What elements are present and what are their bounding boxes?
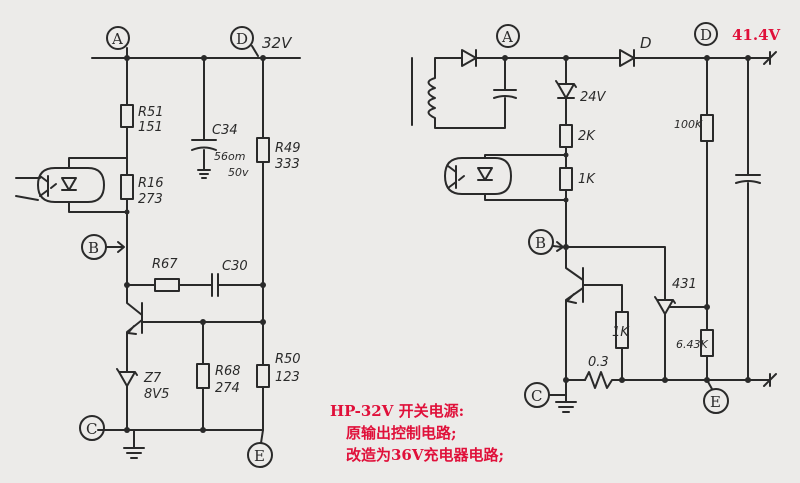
c34-value: 56om [214,150,245,163]
svg-text:D: D [700,26,712,44]
r68-label: R68 [215,364,241,379]
transistor-right [565,246,623,313]
transistor-left [126,284,264,351]
svg-text:C: C [86,420,97,438]
r68-value: 274 [215,381,240,396]
caption-line-3: 改造为36V充电器电路; [346,446,504,464]
svg-text:A: A [111,30,123,48]
right-circuit: A D D 41.4V 24V 2K 1K [411,22,781,414]
right-node-c: C [524,382,550,408]
tl431-regulator [654,289,708,381]
c30-label: C30 [222,259,248,274]
z7-value: 8V5 [144,387,169,402]
left-node-d: D [230,26,254,50]
left-node-e: E [247,442,273,468]
left-node-b: B [81,234,107,260]
r51-label: R51 [138,105,164,120]
optocoupler-right [444,154,567,201]
zener-24v-label: 24V [580,90,607,105]
optocoupler-left [15,157,128,213]
r1k-a-resistor [559,167,573,191]
c34-voltage: 50v [228,166,249,179]
c34-label: C34 [212,123,238,138]
r100k-resistor [700,114,714,142]
left-node-c: C [79,415,105,441]
r643k-label: 6.43K [676,338,708,351]
right-node-d: D [694,22,718,46]
r49-label: R49 [275,141,301,156]
r50-value: 123 [275,370,300,385]
right-node-e: E [703,388,729,414]
left-circuit: A D 32V R51 151 R16 273 [15,26,301,468]
svg-text:D: D [236,30,248,48]
r2k-resistor [559,124,573,148]
right-node-a: A [496,24,520,48]
r1k-b-label: 1K [612,325,630,340]
tl431-label: 431 [672,277,697,292]
svg-text:E: E [710,393,721,411]
right-d-diode [619,49,635,67]
r16-resistor [120,174,134,200]
r51-resistor [120,104,134,128]
r16-label: R16 [138,176,164,191]
r100k-label: 100K [674,118,703,131]
right-d-label: D [640,34,652,52]
caption-line-2: 原输出控制电路; [346,424,457,442]
r03-shunt-label: 0.3 [588,355,609,370]
right-node-b: B [528,229,554,255]
svg-text:E: E [254,447,265,465]
r49-value: 333 [275,157,300,172]
r50-resistor [256,364,270,388]
right-output-voltage: 41.4V [732,26,781,44]
right-rect-diode [461,49,477,67]
caption-line-1: HP-32V 开关电源: [330,402,464,420]
r2k-label: 2K [578,129,596,144]
svg-text:A: A [501,28,513,46]
r68-resistor [196,363,210,389]
r16-value: 273 [138,192,163,207]
svg-text:B: B [88,239,99,257]
r67-resistor [154,278,180,292]
svg-text:B: B [535,234,546,252]
zener-24v [555,80,577,99]
left-node-a: A [106,26,130,50]
r1k-a-label: 1K [578,172,596,187]
r49-resistor [256,137,270,163]
caption: HP-32V 开关电源: 原输出控制电路; 改造为36V充电器电路; [330,402,504,464]
left-voltage-label: 32V [262,34,293,52]
r67-label: R67 [152,257,178,272]
r51-value: 151 [138,120,163,135]
z7-label: Z7 [143,371,162,386]
svg-text:C: C [531,387,542,405]
r50-label: R50 [275,352,301,367]
